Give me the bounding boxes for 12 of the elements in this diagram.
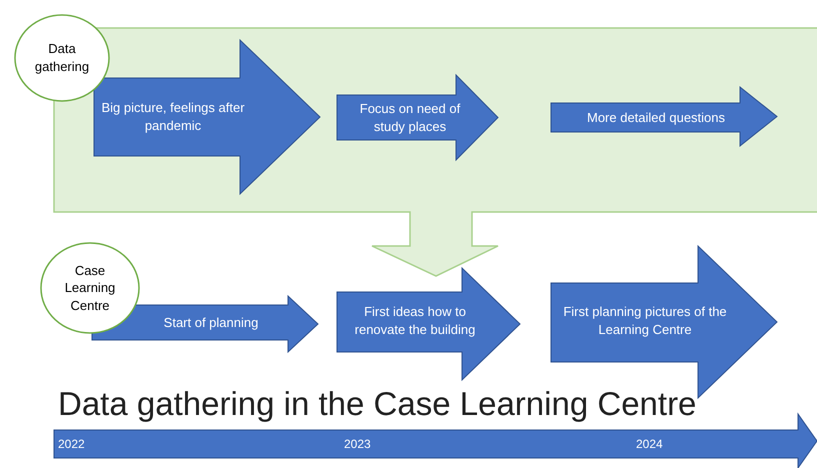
year-label: 2024 <box>636 436 663 452</box>
arrow-label: First ideas how to renovate the building <box>354 303 476 339</box>
ellipse-label: Case Learning Centre <box>64 262 116 314</box>
year-label: 2022 <box>58 436 85 452</box>
year-label: 2023 <box>344 436 371 452</box>
arrow-label: Focus on need of study places <box>358 100 462 136</box>
diagram-title: Data gathering in the Case Learning Centre <box>58 386 696 422</box>
arrow-label: More detailed questions <box>586 108 726 126</box>
ellipse-label: Data gathering <box>34 40 90 76</box>
arrow-label: Big picture, feelings after pandemic <box>100 99 246 135</box>
arrow-label: First planning pictures of the Learning Centre <box>562 303 728 339</box>
arrow-label: Start of planning <box>164 314 258 332</box>
